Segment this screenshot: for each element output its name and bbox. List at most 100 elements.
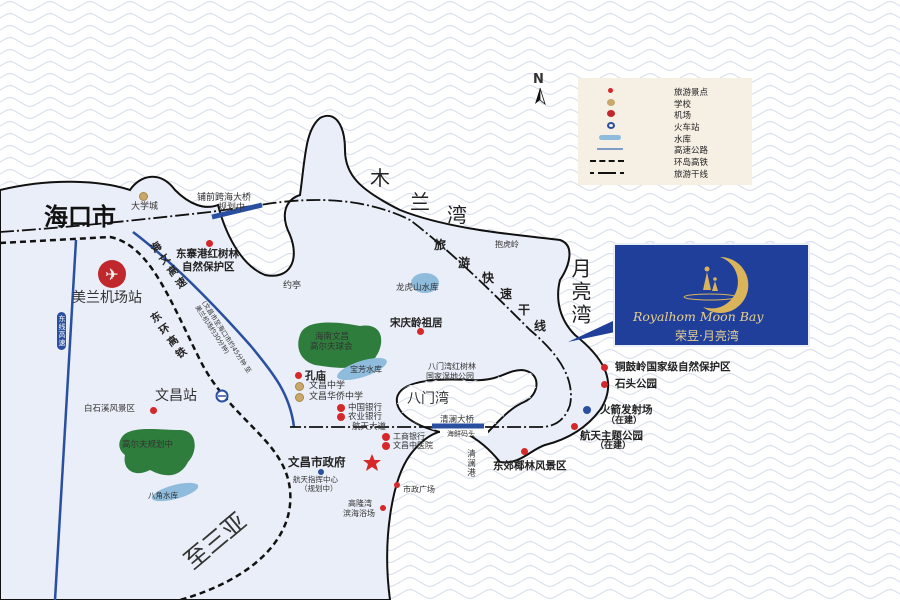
- golf-course-2: [119, 428, 195, 476]
- label-boc: 中国银行: [348, 403, 383, 413]
- label-mulan-bay-3: 湾: [447, 203, 467, 227]
- legend-label: 水库: [674, 135, 692, 145]
- golf-course-1: [298, 322, 382, 368]
- tourism-dashdot-line-icon: [590, 167, 636, 179]
- label-wenchang-school: 文昌中学: [309, 381, 346, 391]
- brand-pointer: [568, 320, 615, 342]
- label-tcm-hospital: 文昌中医院: [393, 441, 433, 450]
- label-tourline-2: 游: [458, 256, 471, 270]
- label-space-park: 航天主题公园: [580, 430, 643, 442]
- label-tourline-1: 旅: [434, 238, 447, 252]
- label-tourline-3: 快: [482, 271, 495, 285]
- government-star-icon: [363, 454, 381, 471]
- label-dongzhai-2: 自然保护区: [182, 261, 235, 273]
- label-qinglan-bridge: 清澜大桥: [440, 415, 475, 425]
- haiwen-highway: [132, 231, 296, 428]
- label-puqian-plan: 规划中: [218, 203, 246, 213]
- legend-label: 高速公路: [674, 146, 709, 156]
- label-kongmiao: 孔庙: [305, 370, 326, 382]
- brand-name-cn: 荣昱·月亮湾: [675, 329, 739, 343]
- scenic-dot: [601, 364, 608, 371]
- label-golf-1a: 海南文昌: [315, 332, 350, 342]
- legend-item-airport: 机场: [578, 108, 752, 121]
- brand-logo-panel: Royalhom Moon Bay 荣昱·月亮湾: [613, 243, 810, 347]
- label-plaza: 市政广场: [403, 485, 435, 494]
- moon-logo-icon: [683, 256, 749, 313]
- tourism-route: [0, 199, 572, 428]
- scenic-dot: [601, 381, 608, 388]
- label-city-government: 文昌市政府: [288, 455, 346, 469]
- scenic-dot: [521, 448, 528, 455]
- station-dot: [318, 469, 324, 475]
- label-rocket-site: 火箭发射场: [600, 404, 653, 416]
- scenic-dot-icon: [596, 85, 636, 97]
- scenic-dot: [417, 328, 424, 335]
- legend-item-scenic: 旅游景点: [578, 85, 752, 98]
- legend-label: 旅游干线: [674, 170, 709, 180]
- label-tourline-5: 干: [518, 303, 531, 317]
- highway-line-icon: [596, 143, 636, 155]
- legend-item-school: 学校: [578, 97, 752, 110]
- airport-icon: [596, 108, 636, 120]
- label-daxuecheng: 大学城: [131, 202, 159, 212]
- label-moon-bay: 月亮湾: [568, 258, 592, 327]
- school-icon: [596, 97, 636, 109]
- label-qinglan-port: 清澜港: [465, 449, 476, 478]
- label-bajiao-reservoir: 八角水库: [148, 491, 178, 500]
- scenic-dot: [295, 372, 302, 379]
- label-gaolong-1: 高隆湾: [348, 499, 372, 508]
- brand-name-en: Royalhom Moon Bay: [633, 309, 764, 324]
- reservoir-baofang: [337, 357, 387, 381]
- label-command-center: 航天指挥中心: [293, 475, 338, 484]
- label-dongzhai-1: 东寨港红树林: [176, 248, 239, 260]
- label-bamen-bay: 八门湾: [407, 391, 449, 407]
- label-tourline-4: 速: [500, 287, 513, 301]
- label-icbc: 工商银行: [393, 432, 425, 441]
- legend-item-highway: 高速公路: [578, 143, 752, 156]
- reservoir-icon: [596, 132, 636, 144]
- scenic-dot: [150, 407, 157, 414]
- puqian-bridge: [211, 202, 263, 220]
- legend-label: 学校: [674, 100, 692, 110]
- label-gaolong-2: 滨海浴场: [343, 509, 375, 518]
- school-icon: [295, 393, 304, 402]
- scenic-dot: [571, 423, 578, 430]
- label-tonggu: 铜鼓岭国家级自然保护区: [615, 361, 731, 373]
- legend-label: 火车站: [674, 123, 700, 133]
- label-mulan-bay-2: 兰: [410, 190, 430, 214]
- label-yueting: 约亭: [283, 281, 302, 291]
- huandao-railway: [0, 235, 292, 600]
- north-label: N: [533, 72, 544, 87]
- label-dongxian-highway: 东线高速: [57, 312, 66, 350]
- label-space-status: （在建）: [595, 441, 632, 451]
- label-command-plan: （规划中）: [300, 484, 338, 493]
- label-songqingling: 宋庆龄祖居: [390, 317, 443, 329]
- legend-item-reservoir: 水库: [578, 132, 752, 145]
- label-golf-2: 高尔夫规划中: [122, 440, 174, 450]
- label-hangtian-road: 航天大道: [352, 422, 387, 432]
- scenic-dot: [206, 240, 213, 247]
- train-station-icon: [596, 120, 636, 132]
- label-stone-park: 石头公园: [615, 378, 657, 390]
- label-bamen-park-1: 八门湾红树林: [428, 362, 476, 371]
- label-tourline-6: 线: [534, 319, 547, 333]
- label-puqian-bridge: 铺前跨海大桥: [197, 193, 252, 203]
- legend-item-train: 火车站: [578, 120, 752, 133]
- city-label-haikou: 海口市: [44, 203, 116, 231]
- label-meilan-station: 美兰机场站: [72, 290, 142, 306]
- legend-label: 环岛高铁: [674, 158, 709, 168]
- label-mulan-bay-1: 木: [370, 166, 390, 190]
- scenic-dot: [380, 505, 386, 511]
- legend-item-railway: 环岛高铁: [578, 155, 752, 168]
- label-bamen-park-2: 国家湿地公园: [426, 372, 474, 381]
- label-dongjiao: 东郊椰林风景区: [493, 460, 567, 472]
- label-wenchang-station: 文昌站: [155, 388, 197, 404]
- airport-plane-glyph: ✈: [105, 265, 118, 284]
- label-baohuling: 抱虎岭: [495, 240, 519, 249]
- reservoir-bajiao: [151, 482, 199, 502]
- map-legend: 旅游景点 学校 机场 火车站 水库 高速公路 环岛高铁 旅游干线: [578, 78, 752, 185]
- label-baishixi: 白石溪风景区: [84, 404, 136, 414]
- hospital-icon: [382, 442, 390, 450]
- bank-icon: [337, 413, 345, 421]
- label-rocket-status: （在建）: [606, 416, 643, 426]
